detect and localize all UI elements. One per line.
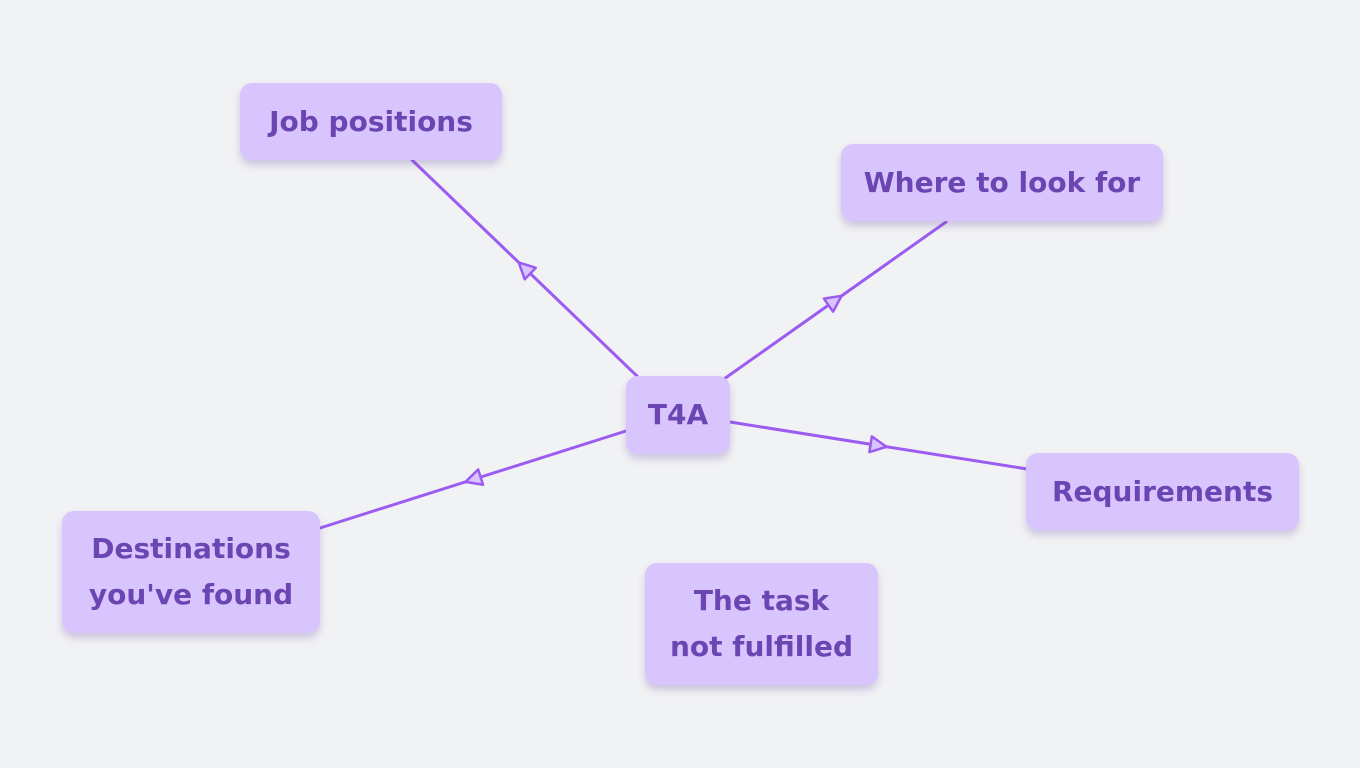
node-requirements[interactable]: Requirements (1026, 453, 1299, 530)
edge-arrow-where-to-look (822, 294, 843, 313)
edge-arrow-destinations (464, 468, 485, 486)
node-center[interactable]: T4A (626, 376, 730, 454)
edge-arrow-requirements (868, 435, 888, 454)
edge-arrow-job-positions (517, 261, 538, 281)
node-job-positions[interactable]: Job positions (240, 83, 502, 160)
node-where-to-look-for[interactable]: Where to look for (841, 144, 1163, 221)
node-task-not-fulfilled[interactable]: The task not fulfilled (645, 563, 878, 685)
node-destinations-found[interactable]: Destinations you've found (62, 511, 320, 633)
